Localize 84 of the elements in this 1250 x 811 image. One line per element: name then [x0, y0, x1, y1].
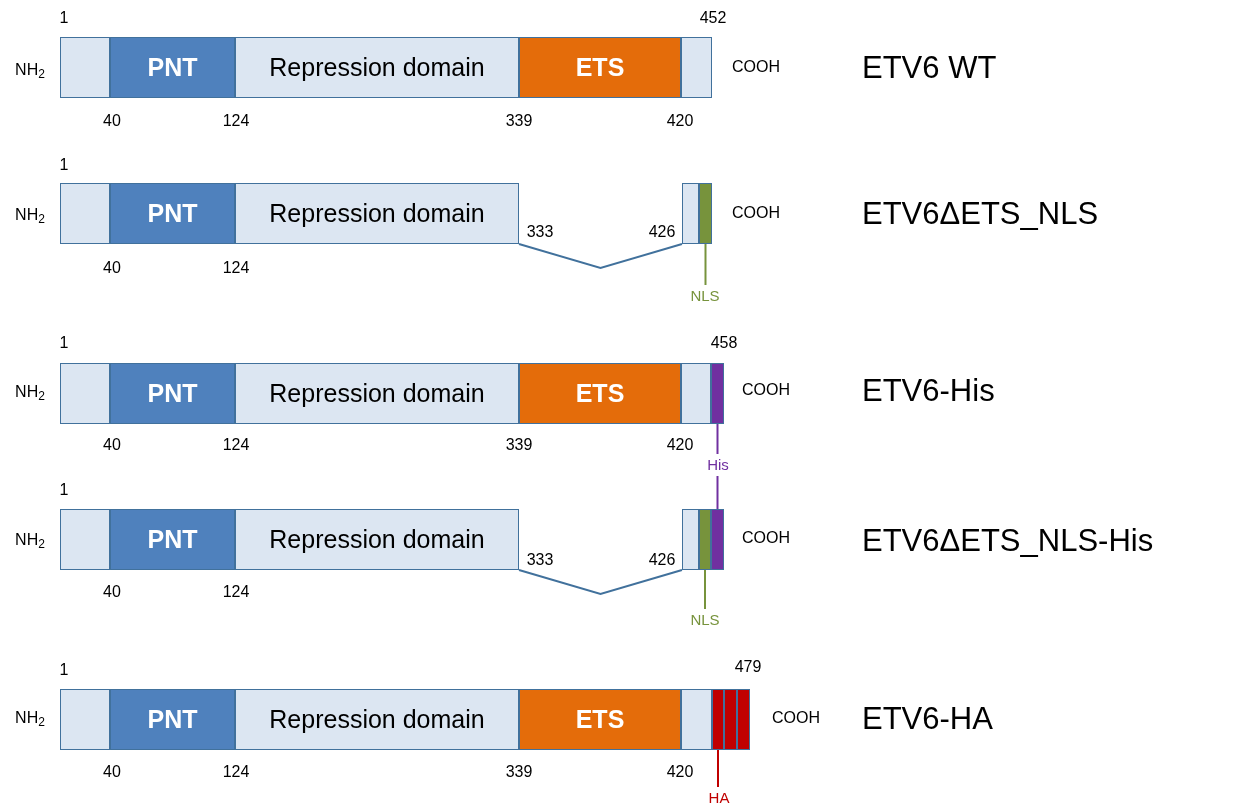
protein-segment — [682, 183, 699, 244]
deletion-line — [518, 243, 683, 270]
residue-number: 40 — [103, 437, 121, 453]
residue-number: 124 — [222, 113, 250, 129]
repression-domain: Repression domain — [235, 363, 519, 424]
tag-label: HA — [708, 786, 730, 810]
ets-domain: ETS — [519, 363, 681, 424]
ha-tag — [737, 689, 750, 750]
terminus-label: NH$_{2}$ — [15, 384, 45, 400]
residue-number: 479 — [734, 659, 762, 675]
protein-segment — [60, 363, 110, 424]
residue-number: 339 — [505, 764, 533, 780]
protein-segment — [60, 509, 110, 570]
residue-number: 458 — [710, 335, 738, 351]
residue-number: 124 — [222, 584, 250, 600]
residue-number: 1 — [59, 662, 69, 678]
protein-segment — [60, 689, 110, 750]
ets-domain: ETS — [519, 37, 681, 98]
residue-number: 40 — [103, 584, 121, 600]
residue-number: 40 — [103, 113, 121, 129]
tag-label: NLS — [690, 284, 720, 308]
terminus-label: NH$_{2}$ — [15, 62, 45, 78]
residue-number: 124 — [222, 260, 250, 276]
deletion-line — [518, 569, 683, 596]
protein-segment — [60, 37, 110, 98]
leader-line — [704, 243, 707, 286]
leader-line — [704, 569, 706, 610]
terminus-label: COOH — [742, 382, 790, 398]
leader-line — [716, 475, 719, 510]
ha-tag — [712, 689, 724, 750]
repression-domain: Repression domain — [235, 183, 519, 244]
residue-number: 426 — [648, 552, 676, 568]
residue-number: 1 — [59, 335, 69, 351]
residue-number: 339 — [505, 437, 533, 453]
residue-number: 426 — [648, 224, 676, 240]
leader-line — [717, 749, 719, 788]
residue-number: 1 — [59, 157, 69, 173]
pnt-domain: PNT — [110, 37, 235, 98]
residue-number: 420 — [666, 437, 694, 453]
his-tag — [711, 509, 724, 570]
protein-segment — [681, 37, 712, 98]
construct-name: ETV6-HA — [862, 702, 993, 734]
terminus-label: NH$_{2}$ — [15, 532, 45, 548]
terminus-label: COOH — [732, 59, 780, 75]
construct-name: ETV6ΔETS_NLS-His — [862, 524, 1154, 556]
residue-number: 452 — [699, 10, 727, 26]
repression-domain: Repression domain — [235, 37, 519, 98]
residue-number: 124 — [222, 764, 250, 780]
protein-segment — [60, 183, 110, 244]
residue-number: 333 — [526, 224, 554, 240]
protein-segment — [681, 363, 711, 424]
residue-number: 40 — [103, 764, 121, 780]
tag-label: His — [707, 453, 729, 477]
residue-number: 1 — [59, 482, 69, 498]
terminus-label: NH$_{2}$ — [15, 710, 45, 726]
protein-segment — [681, 689, 712, 750]
repression-domain: Repression domain — [235, 509, 519, 570]
tag-label: NLS — [690, 608, 720, 632]
terminus-label: COOH — [772, 710, 820, 726]
pnt-domain: PNT — [110, 509, 235, 570]
nls-tag — [699, 183, 712, 244]
pnt-domain: PNT — [110, 689, 235, 750]
leader-line — [716, 423, 719, 455]
residue-number: 420 — [666, 764, 694, 780]
pnt-domain: PNT — [110, 363, 235, 424]
ha-tag — [724, 689, 737, 750]
residue-number: 333 — [526, 552, 554, 568]
residue-number: 339 — [505, 113, 533, 129]
protein-segment — [682, 509, 699, 570]
construct-name: ETV6 WT — [862, 51, 997, 83]
his-tag — [711, 363, 724, 424]
residue-number: 1 — [59, 10, 69, 26]
terminus-label: NH$_{2}$ — [15, 207, 45, 223]
terminus-label: COOH — [742, 530, 790, 546]
repression-domain: Repression domain — [235, 689, 519, 750]
residue-number: 40 — [103, 260, 121, 276]
residue-number: 420 — [666, 113, 694, 129]
construct-name: ETV6-His — [862, 374, 995, 406]
construct-name: ETV6ΔETS_NLS — [862, 197, 1099, 229]
ets-domain: ETS — [519, 689, 681, 750]
residue-number: 124 — [222, 437, 250, 453]
pnt-domain: PNT — [110, 183, 235, 244]
terminus-label: COOH — [732, 205, 780, 221]
nls-tag — [699, 509, 711, 570]
